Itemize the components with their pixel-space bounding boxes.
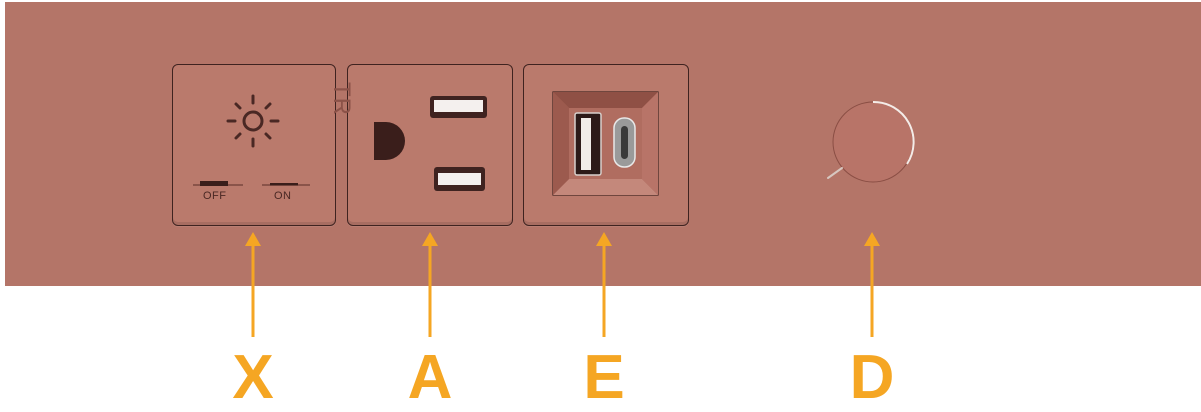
callout-label-d: D xyxy=(849,343,895,412)
switch-off-label: OFF xyxy=(203,190,227,202)
usb-bezel-icon xyxy=(552,91,659,196)
callout-arrow-a xyxy=(422,232,438,337)
switch-rocker-icon xyxy=(193,181,310,186)
sun-icon xyxy=(226,94,280,148)
callout-label-x: X xyxy=(232,343,274,412)
callout-label-e: E xyxy=(583,343,625,412)
outlet-slot-top-icon xyxy=(430,96,487,118)
outlet-slot-bottom-icon xyxy=(434,167,485,191)
usb-c-port-icon xyxy=(613,117,636,168)
dimmer-knob-icon xyxy=(827,100,915,183)
callout-arrow-d xyxy=(864,232,880,337)
switch-on-label: ON xyxy=(274,190,292,202)
dimmer-knob[interactable] xyxy=(833,102,913,182)
outlet-ground-icon xyxy=(374,122,405,160)
callout-label-a: A xyxy=(407,343,453,412)
callout-arrow-e xyxy=(596,232,612,337)
callout-arrow-x xyxy=(245,232,261,337)
usb-a-port-icon xyxy=(574,112,602,176)
